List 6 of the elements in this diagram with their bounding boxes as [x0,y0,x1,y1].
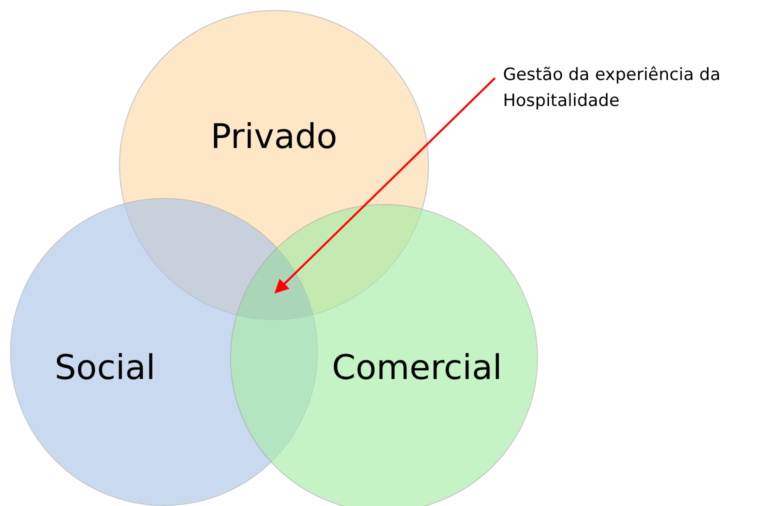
set-label: Social [54,348,156,388]
set-label: Comercial [332,348,502,388]
overlap-region [236,247,314,320]
callout-text: Gestão da experiência da Hospitalidade [503,62,775,114]
leader-arrow [274,77,496,294]
set-label: Privado [210,117,338,157]
